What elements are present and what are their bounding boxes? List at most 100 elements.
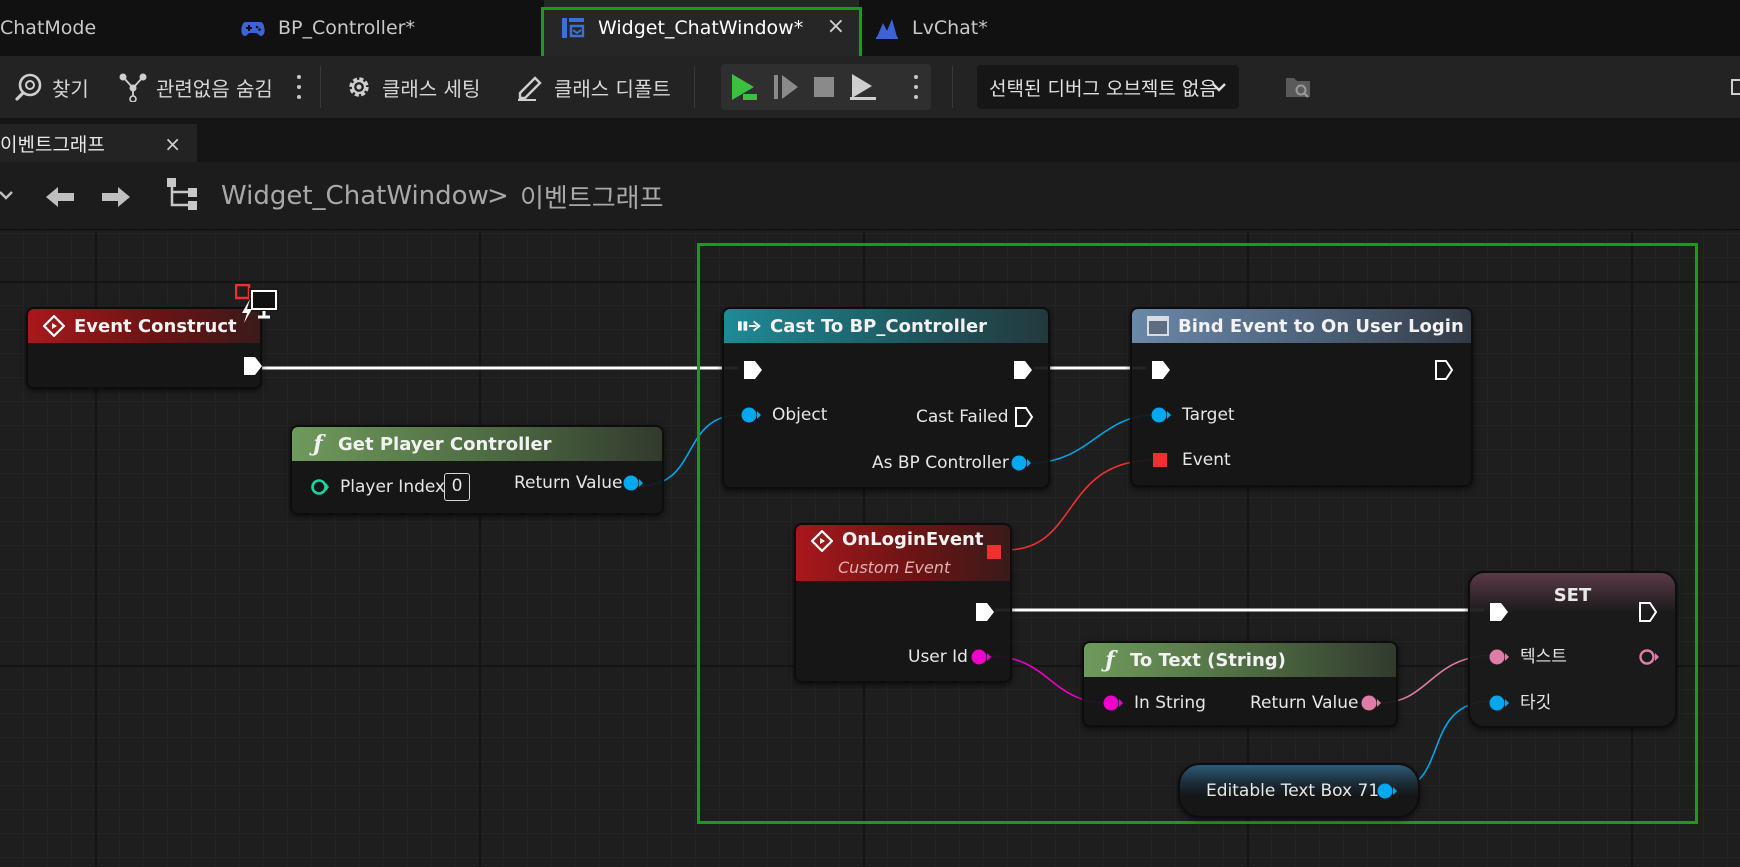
on-login-event-node[interactable]: OnLoginEvent Custom Event User Id bbox=[794, 523, 1012, 683]
hide-unrelated-button[interactable]: 관련없음 숨김 bbox=[118, 56, 273, 118]
window-icon bbox=[1725, 72, 1740, 102]
exec-output-pin[interactable] bbox=[1434, 359, 1456, 385]
pin-label: 텍스트 bbox=[1520, 647, 1567, 667]
set-variable-node[interactable]: SET 텍스트 타깃 bbox=[1468, 571, 1677, 728]
variable-label: Editable Text Box 71 bbox=[1206, 781, 1380, 801]
back-arrow-icon[interactable] bbox=[44, 182, 76, 212]
event-construct-node[interactable]: Event Construct bbox=[26, 307, 262, 389]
int-input-pin[interactable] bbox=[310, 477, 330, 501]
text-output-pin[interactable] bbox=[1638, 647, 1660, 671]
chevron-down-icon[interactable] bbox=[0, 186, 16, 216]
event-diamond-icon bbox=[42, 314, 66, 338]
to-text-string-node[interactable]: ƒ To Text (String) In String Return Valu… bbox=[1082, 641, 1398, 727]
class-settings-label: 클래스 세팅 bbox=[382, 76, 481, 101]
node-title: OnLoginEvent bbox=[842, 529, 984, 550]
tab-lvchat[interactable]: LvChat* bbox=[874, 0, 1074, 56]
event-diamond-icon bbox=[810, 529, 834, 553]
pin-label: Player Index bbox=[340, 477, 446, 497]
browse-debug-object-button[interactable] bbox=[1283, 56, 1321, 118]
node-header: ƒ To Text (String) bbox=[1084, 643, 1396, 677]
delegate-input-pin[interactable] bbox=[1152, 452, 1168, 472]
node-header: ƒ Get Player Controller bbox=[292, 427, 662, 461]
edit-pencil-icon bbox=[516, 72, 546, 102]
pin-label: Return Value bbox=[514, 473, 623, 493]
player-index-input[interactable]: 0 bbox=[444, 473, 470, 501]
tab-bp-controller[interactable]: BP_Controller* bbox=[240, 0, 530, 56]
tab-chatmode[interactable]: ChatMode bbox=[0, 0, 220, 56]
eject-icon[interactable] bbox=[847, 72, 877, 102]
object-output-pin[interactable] bbox=[1010, 453, 1032, 477]
client-monitor-icon bbox=[238, 287, 282, 329]
toolbar-divider bbox=[320, 66, 321, 108]
tab-widget-chatwindow[interactable]: Widget_ChatWindow* × bbox=[544, 0, 859, 56]
delegate-window-icon bbox=[1146, 314, 1170, 338]
play-options-icon[interactable] bbox=[911, 72, 921, 102]
text-input-pin[interactable] bbox=[1488, 647, 1510, 671]
exec-input-pin[interactable] bbox=[1150, 359, 1172, 385]
exec-output-pin[interactable] bbox=[1014, 406, 1036, 432]
string-output-pin[interactable] bbox=[970, 647, 992, 671]
function-icon: ƒ bbox=[1105, 647, 1115, 673]
exec-input-pin[interactable] bbox=[1488, 601, 1510, 627]
exec-input-pin[interactable] bbox=[742, 359, 764, 385]
pin-label: As BP Controller bbox=[872, 453, 1009, 473]
tab-label: Widget_ChatWindow* bbox=[598, 17, 804, 39]
gear-icon bbox=[344, 72, 374, 102]
get-player-controller-node[interactable]: ƒ Get Player Controller Player Index 0 R… bbox=[290, 425, 664, 515]
node-header: OnLoginEvent bbox=[796, 525, 1010, 581]
cast-to-bp-controller-node[interactable]: Cast To BP_Controller Object Cast Failed… bbox=[722, 307, 1050, 489]
object-output-pin[interactable] bbox=[1376, 781, 1398, 805]
step-icon[interactable] bbox=[771, 72, 801, 102]
graph-tab-strip: 이벤트그래프 × bbox=[0, 118, 1740, 162]
debug-object-select[interactable]: 선택된 디버그 오브젝트 없음 bbox=[977, 65, 1239, 109]
exec-output-pin[interactable] bbox=[974, 601, 996, 627]
tab-label: ChatMode bbox=[0, 17, 97, 39]
pin-label: Event bbox=[1182, 450, 1231, 470]
chevron-down-icon bbox=[1211, 78, 1227, 100]
breadcrumb-root-label: Widget_ChatWindow bbox=[221, 181, 489, 211]
class-defaults-button[interactable]: 클래스 디폴트 bbox=[516, 56, 671, 118]
more-options-icon[interactable] bbox=[294, 72, 304, 102]
node-title: Event Construct bbox=[74, 315, 237, 337]
event-graph-canvas[interactable]: Event Construct ƒ Get Player Controller … bbox=[0, 231, 1740, 867]
object-output-pin[interactable] bbox=[622, 473, 644, 497]
node-header: Cast To BP_Controller bbox=[724, 309, 1048, 343]
bind-event-node[interactable]: Bind Event to On User Login Target Event bbox=[1130, 307, 1473, 487]
hide-unrelated-icon bbox=[118, 72, 148, 102]
editable-text-box-getter-node[interactable]: Editable Text Box 71 bbox=[1178, 763, 1420, 818]
class-defaults-label: 클래스 디폴트 bbox=[554, 76, 671, 101]
tab-label: BP_Controller* bbox=[278, 17, 415, 39]
breadcrumb-separator-glyph: > bbox=[487, 181, 509, 211]
object-input-pin[interactable] bbox=[740, 405, 762, 429]
play-controls bbox=[721, 64, 931, 110]
breadcrumb-root[interactable]: Widget_ChatWindow bbox=[221, 162, 489, 230]
class-settings-button[interactable]: 클래스 세팅 bbox=[344, 56, 480, 118]
close-icon[interactable]: × bbox=[164, 132, 181, 156]
exec-output-pin[interactable] bbox=[242, 355, 264, 381]
breadcrumb-current-label: 이벤트그래프 bbox=[520, 183, 664, 214]
forward-arrow-icon[interactable] bbox=[100, 182, 132, 212]
anim-blueprint-icon bbox=[874, 17, 900, 39]
tab-event-graph[interactable]: 이벤트그래프 × bbox=[0, 124, 197, 162]
string-input-pin[interactable] bbox=[1102, 693, 1124, 717]
object-input-pin[interactable] bbox=[1488, 693, 1510, 717]
window-icon[interactable] bbox=[1725, 56, 1740, 118]
delegate-output-pin[interactable] bbox=[986, 544, 1002, 564]
toolbar-divider bbox=[952, 66, 953, 108]
exec-output-pin[interactable] bbox=[1638, 601, 1660, 627]
object-input-pin[interactable] bbox=[1150, 405, 1172, 429]
find-icon bbox=[14, 72, 44, 102]
folder-search-icon bbox=[1283, 72, 1313, 102]
text-output-pin[interactable] bbox=[1360, 693, 1382, 717]
function-icon: ƒ bbox=[313, 431, 323, 457]
close-icon[interactable]: × bbox=[826, 14, 845, 39]
stop-icon[interactable] bbox=[809, 72, 839, 102]
play-icon[interactable] bbox=[729, 72, 759, 102]
wire-layer bbox=[255, 366, 1497, 790]
exec-output-pin[interactable] bbox=[1012, 359, 1034, 385]
find-button[interactable]: 찾기 bbox=[14, 56, 89, 118]
pin-label: User Id bbox=[908, 647, 968, 667]
node-title: Get Player Controller bbox=[338, 433, 552, 455]
node-header: Event Construct bbox=[28, 309, 260, 343]
breadcrumb-separator: > bbox=[487, 162, 509, 230]
